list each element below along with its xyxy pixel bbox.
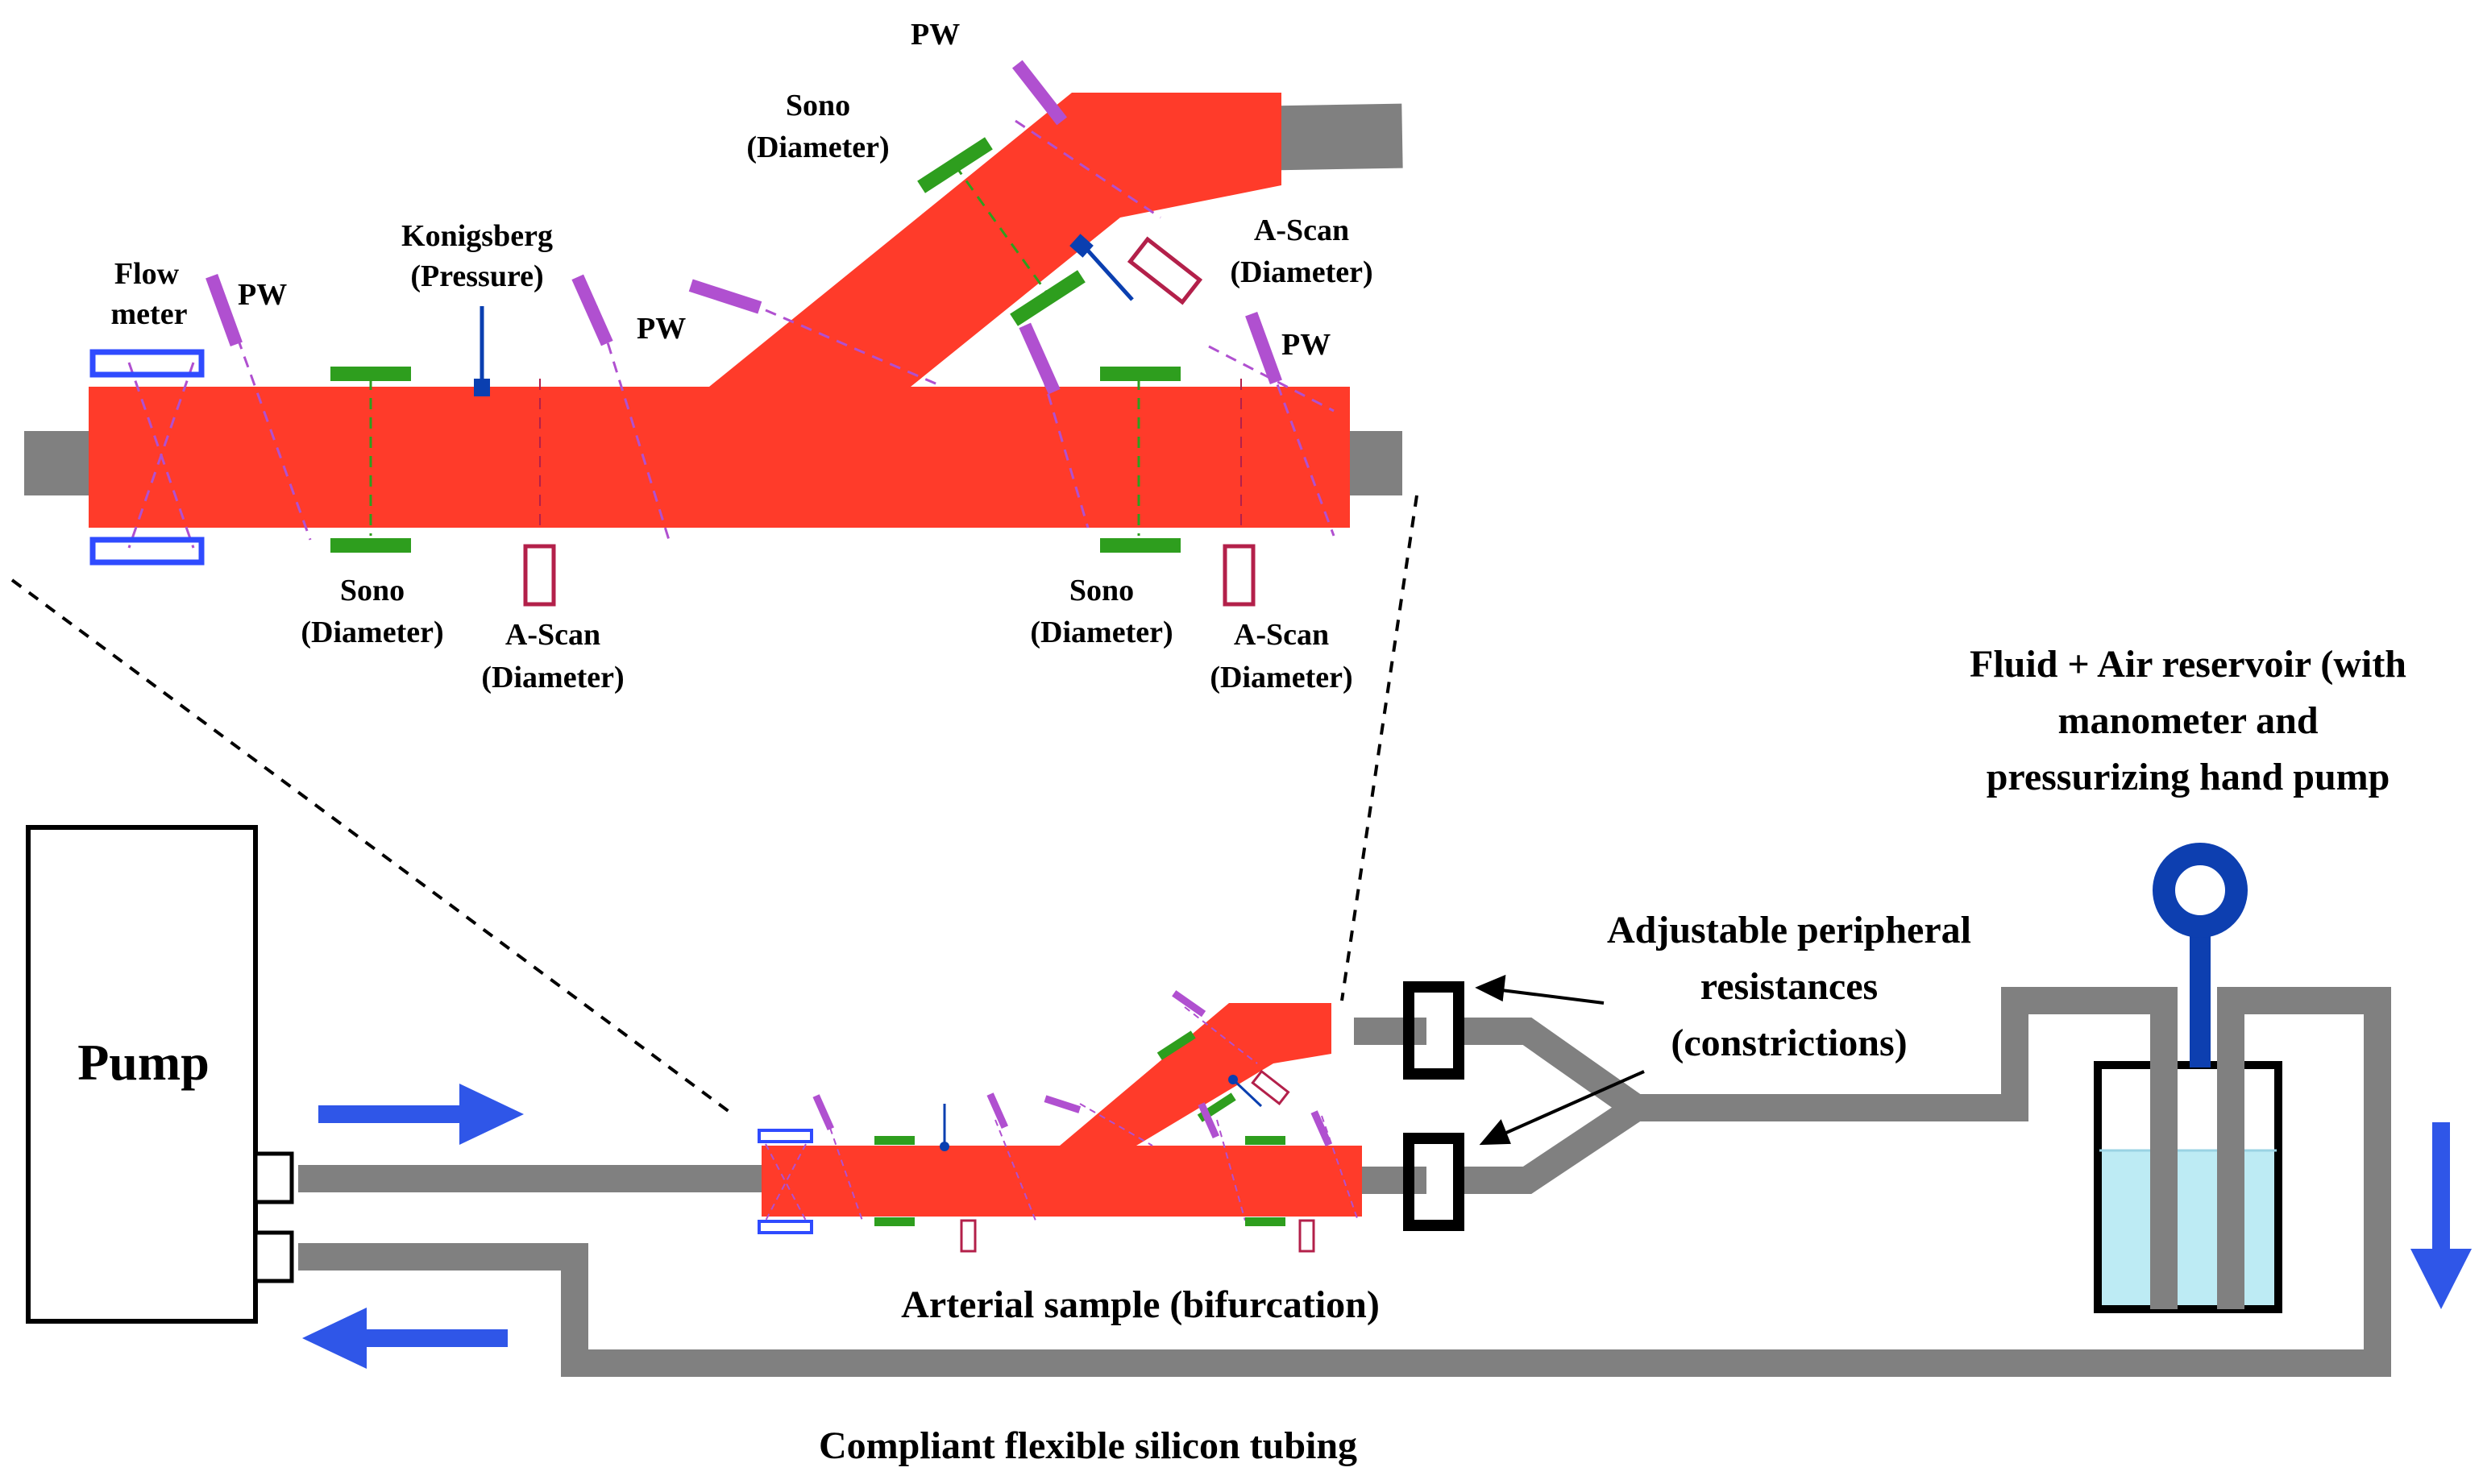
circuit-pw-probe — [986, 1092, 1009, 1130]
resistances-label: Adjustable peripheral — [1607, 909, 1971, 951]
pw-label: PW — [238, 278, 287, 312]
sono-label: Sono — [786, 89, 850, 122]
pw-probe — [1245, 311, 1282, 385]
sono-label: Sono — [1069, 574, 1134, 607]
detail-labels: Flow meter PW PW PW PW Konigsberg (Press… — [111, 18, 1373, 694]
flow-meter-label: Flow — [114, 257, 180, 291]
circuit-flow-meter-bottom — [758, 1220, 813, 1234]
detail-sono-probe — [1100, 367, 1181, 381]
circuit-pw-probe — [812, 1094, 835, 1131]
detail-sono-probe — [330, 538, 411, 553]
detail-sono-probe — [1010, 270, 1086, 326]
flow-arrow-down-icon — [2410, 1122, 2472, 1309]
circuit-ascan-probe — [960, 1219, 977, 1253]
reservoir-beaker — [2094, 1061, 2282, 1313]
circuit-sono-probe — [874, 1136, 915, 1145]
flow-arrow-right-icon — [318, 1084, 524, 1145]
reservoir-fluid — [2099, 1150, 2277, 1308]
circuit-flow-meter-top — [758, 1129, 813, 1143]
ascan-label: A-Scan — [1234, 618, 1329, 652]
circuit-sono-probe — [1245, 1217, 1285, 1226]
resistance-pointer-arrows — [1475, 974, 1645, 1146]
detail-sono-probe — [917, 137, 993, 193]
circuit-labels: Arterial sample (bifurcation) Compliant … — [819, 643, 2406, 1467]
detail-pw-beams — [127, 119, 1335, 549]
detail-outlet-tube-upper — [1273, 103, 1403, 171]
pw-label: PW — [1281, 328, 1331, 362]
clamp-upper — [1403, 981, 1464, 1080]
circuit-sono-probe — [1156, 1030, 1196, 1060]
detail-sono-probe — [1100, 538, 1181, 553]
reservoir-inlet-tube — [2150, 1011, 2178, 1309]
sono-label: (Diameter) — [746, 131, 889, 164]
circuit-sono-probe — [1245, 1136, 1285, 1145]
circuit-view: Pump — [26, 825, 2472, 1377]
detail-flow-meter-top — [89, 349, 205, 378]
pw-probe — [206, 273, 243, 347]
circuit-ascan-probe — [1251, 1069, 1290, 1105]
clamp-lower — [1403, 1133, 1464, 1231]
circuit-pw-probe — [1198, 1102, 1220, 1139]
detail-ascan-dashes — [539, 379, 1242, 532]
resistances-label: (constrictions) — [1671, 1022, 1907, 1064]
detail-ascan-probe — [1127, 236, 1203, 305]
sono-label: (Diameter) — [301, 616, 443, 649]
flow-meter-label: meter — [111, 297, 188, 331]
pw-probe — [1011, 60, 1068, 126]
hand-pump-stem — [2190, 918, 2211, 1067]
sono-label: Sono — [340, 574, 405, 607]
pw-probe — [688, 279, 762, 314]
detail-pw-probes — [206, 60, 1282, 395]
pump-inlet-port — [253, 1230, 294, 1283]
tubing-label: Compliant flexible silicon tubing — [819, 1424, 1357, 1467]
detail-sono-probe — [330, 367, 411, 381]
detail-view — [24, 60, 1403, 607]
pump-box — [26, 825, 258, 1324]
circuit-artery — [762, 1003, 1362, 1217]
circuit-pressure-sensor-branch — [1228, 1075, 1238, 1084]
detail-inlet-tube — [24, 431, 89, 495]
circuit-pw-probe — [1044, 1095, 1082, 1113]
reservoir-label: Fluid + Air reservoir (with — [1970, 643, 2406, 686]
detail-ascan-probe — [1223, 544, 1256, 607]
circuit-pressure-sensor — [940, 1142, 949, 1151]
detail-flow-meter-bottom — [89, 537, 205, 566]
detail-pressure-sensor — [474, 379, 490, 396]
reservoir-label: pressurizing hand pump — [1987, 756, 2390, 798]
ascan-label: (Diameter) — [1210, 661, 1352, 694]
ascan-label: A-Scan — [505, 618, 600, 652]
ascan-label: (Diameter) — [1230, 255, 1372, 289]
detail-artery — [89, 93, 1350, 528]
resistances-label: resistances — [1700, 965, 1878, 1008]
pump-outlet-port — [253, 1151, 294, 1204]
reservoir-label: manometer and — [2057, 699, 2318, 742]
pw-label: PW — [911, 18, 960, 52]
konigsberg-label: Konigsberg — [401, 219, 553, 253]
ascan-label: (Diameter) — [481, 661, 624, 694]
konigsberg-label: (Pressure) — [410, 259, 543, 293]
ascan-label: A-Scan — [1254, 213, 1349, 247]
pw-label: PW — [637, 312, 686, 346]
circuit-pressure-catheter-branch — [1231, 1078, 1263, 1108]
hand-pump-ring-icon — [2153, 843, 2248, 938]
pw-probe — [571, 274, 613, 346]
flow-arrow-left-icon — [302, 1308, 508, 1369]
pw-probe — [1019, 322, 1061, 395]
detail-pressure-sensor-branch — [1069, 234, 1094, 258]
zoom-guide-left — [10, 578, 731, 1113]
zoom-guide-right — [1340, 495, 1418, 1001]
circuit-sono-probe — [874, 1217, 915, 1226]
circuit-pw-probe — [1310, 1110, 1333, 1147]
circuit-pw-probe — [1172, 990, 1206, 1018]
detail-pressure-catheter-branch — [1078, 240, 1134, 301]
detail-ascan-probe — [523, 544, 556, 607]
sono-label: (Diameter) — [1030, 616, 1173, 649]
detail-sono-dashes — [369, 164, 1140, 536]
circuit-ascan-probe — [1298, 1219, 1315, 1253]
circuit-beams — [765, 1006, 1359, 1221]
arterial-sample-label: Arterial sample (bifurcation) — [901, 1283, 1380, 1326]
pump-label: Pump — [77, 1034, 210, 1091]
reservoir-outlet-tube — [2217, 1011, 2244, 1309]
